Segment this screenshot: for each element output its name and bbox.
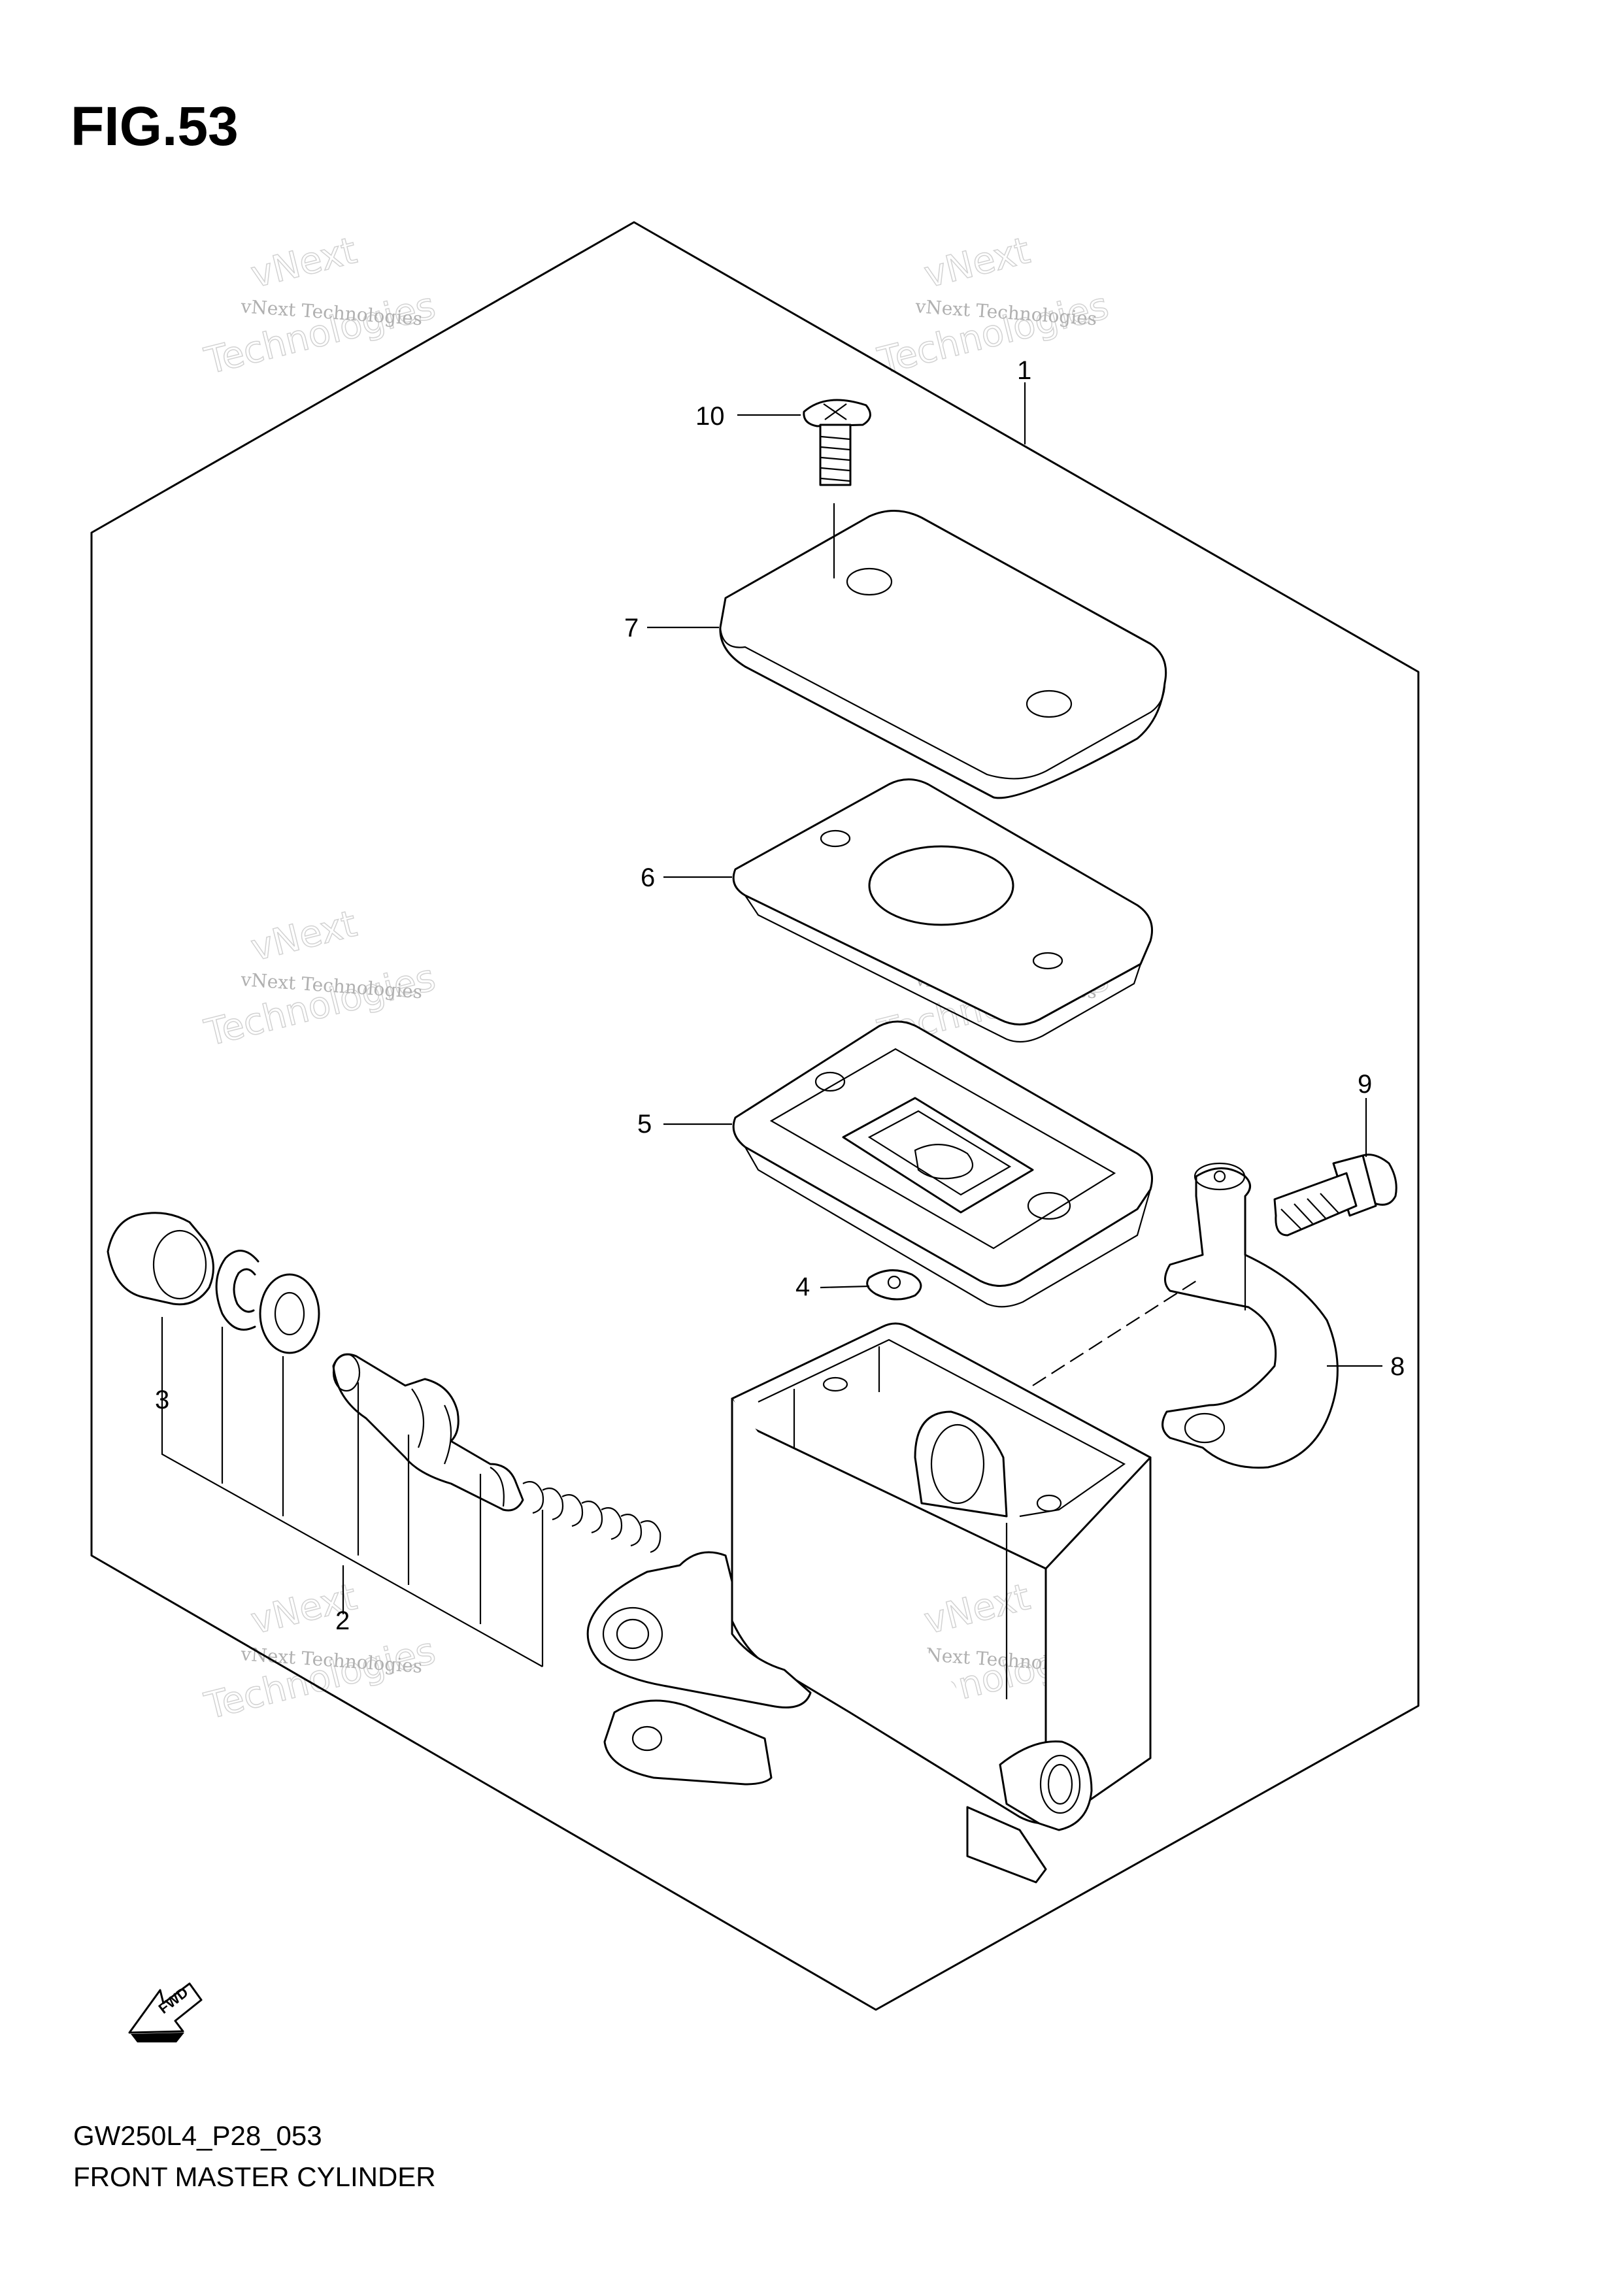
callout-7: 7 [624,614,639,642]
part-8-holder [1161,1162,1339,1469]
part-6-plate [732,778,1153,1043]
diagram-code: GW250L4_P28_053 [73,2120,322,2151]
callout-4: 4 [795,1273,810,1301]
part-washer [259,1273,320,1354]
piston-kit-bracket [161,1317,544,1667]
watermark: vNext Technologies vNext Technologies [200,229,440,383]
callout-1: 1 [1017,356,1031,385]
callout-8: 8 [1390,1352,1405,1381]
watermark-vnext: vNext [247,229,361,297]
callout-5: 5 [637,1110,652,1139]
fwd-arrow-icon: FWD [128,1982,203,2042]
callout-3: 3 [155,1386,169,1414]
center-line [1032,1280,1197,1386]
callout-leaders [647,382,1382,1367]
assembly-frame [90,221,1420,2011]
callout-6: 6 [641,863,655,892]
master-cylinder-body [586,1322,1152,1884]
watermark: vNext Technologies vNext Technologies [200,1575,440,1728]
part-circlip [215,1250,259,1331]
part-10-screw [803,399,871,486]
part-4-clip [866,1269,922,1301]
diagram-caption: FRONT MASTER CYLINDER [73,2161,436,2192]
watermark-vnext: vNext [247,903,361,970]
callout-2: 2 [335,1606,350,1635]
watermark-vnext: vNext [920,229,1034,297]
watermark: vNext Technologies vNext Technologies [873,229,1113,383]
callout-10: 10 [695,402,725,431]
part-3-boot [107,1212,214,1306]
watermark: vNext Technologies vNext Technologies [200,902,440,1055]
watermark-technologies: Technologies [201,1629,440,1727]
callouts: 1 2 3 4 5 6 7 8 9 10 [155,356,1405,1635]
figure-title: FIG.53 [71,95,239,157]
part-5-diaphragm [732,1020,1153,1308]
part-9-bolt [1273,1154,1397,1237]
part-7-reservoir-cap [719,503,1167,799]
watermark-technologies: Technologies [201,956,440,1054]
watermark-technologies: Technologies [201,284,440,382]
watermark-vnext: vNext [920,1576,1034,1643]
part-spring [522,1481,661,1554]
watermark-technologies: Technologies [874,284,1113,382]
callout-9: 9 [1358,1070,1372,1099]
part-piston [332,1353,524,1512]
